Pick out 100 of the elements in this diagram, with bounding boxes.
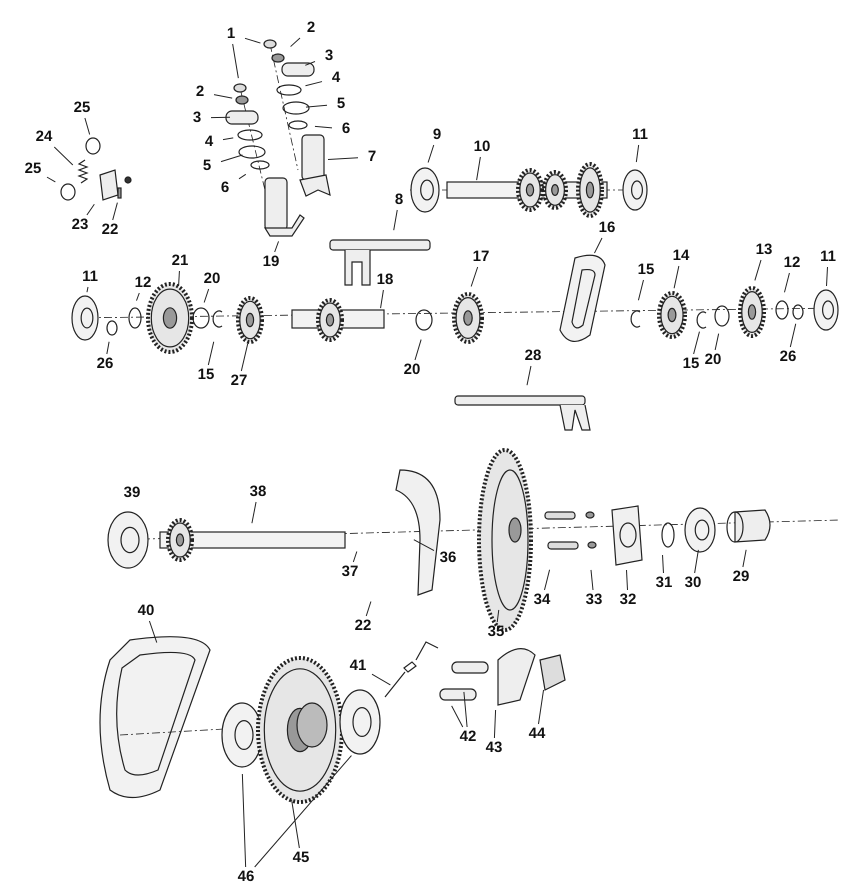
- leader-line: [86, 204, 95, 216]
- callout-number: 15: [633, 261, 659, 279]
- callout-number: 21: [167, 252, 193, 270]
- callout-number: 5: [194, 157, 220, 175]
- leader-line: [826, 266, 828, 287]
- leader-line: [244, 38, 261, 44]
- callout-number: 12: [779, 254, 805, 272]
- callout-number: 4: [196, 133, 222, 151]
- leader-line: [544, 569, 550, 590]
- leader-line: [638, 280, 644, 301]
- callout-number: 25: [69, 99, 95, 117]
- leader-line: [208, 341, 214, 366]
- callout-number: 34: [529, 591, 555, 609]
- callout-number: 6: [333, 120, 359, 138]
- leader-line: [526, 366, 532, 386]
- callout-number: 2: [187, 83, 213, 101]
- leader-line: [694, 549, 699, 574]
- leader-line: [742, 549, 747, 568]
- callout-number: 2: [298, 19, 324, 37]
- leader-line: [463, 691, 468, 728]
- leader-line: [451, 705, 464, 728]
- callout-number: 13: [751, 241, 777, 259]
- callout-number: 20: [399, 361, 425, 379]
- leader-line: [86, 286, 88, 293]
- callout-number: 18: [372, 271, 398, 289]
- leader-line: [251, 502, 257, 524]
- callout-number: 35: [483, 623, 509, 641]
- leader-line: [54, 146, 74, 166]
- leader-line: [476, 156, 481, 181]
- callout-number: 23: [67, 216, 93, 234]
- leader-line: [290, 38, 300, 48]
- leader-line: [636, 144, 640, 163]
- callout-number: 30: [680, 574, 706, 592]
- leader-line: [594, 238, 602, 254]
- callout-number: 24: [31, 128, 57, 146]
- leader-line: [714, 333, 720, 350]
- callout-number: 14: [668, 247, 694, 265]
- leader-line: [220, 154, 243, 162]
- callout-number: 5: [328, 95, 354, 113]
- callout-number: 32: [615, 591, 641, 609]
- callout-number: 22: [350, 617, 376, 635]
- callout-number: 31: [651, 574, 677, 592]
- leader-line: [590, 569, 594, 590]
- callout-number: 16: [594, 219, 620, 237]
- callout-number: 11: [815, 248, 841, 266]
- leader-line: [494, 710, 496, 738]
- callout-number: 3: [316, 47, 342, 65]
- leader-line: [413, 539, 434, 551]
- callout-number: 6: [212, 179, 238, 197]
- leader-line: [393, 210, 398, 231]
- leader-line: [214, 94, 233, 99]
- callout-number: 10: [469, 138, 495, 156]
- leader-line: [178, 270, 180, 287]
- leader-line: [304, 61, 316, 66]
- callout-number: 25: [20, 160, 46, 178]
- leader-line: [136, 292, 140, 302]
- callout-number: 20: [199, 270, 225, 288]
- leader-line: [106, 341, 110, 354]
- callout-number: 45: [288, 849, 314, 867]
- leader-line: [428, 144, 434, 163]
- leader-line: [222, 137, 234, 140]
- leader-line: [754, 260, 762, 281]
- leader-line: [46, 176, 56, 182]
- leader-line: [674, 266, 680, 289]
- callout-number: 46: [233, 868, 259, 886]
- callout-number: 28: [520, 347, 546, 365]
- callout-number: 1: [218, 25, 244, 43]
- leader-line: [204, 288, 210, 304]
- leader-line: [112, 202, 118, 220]
- leader-line: [470, 266, 478, 288]
- leader-line: [232, 44, 239, 79]
- leader-line: [274, 240, 280, 252]
- callout-number: 41: [345, 657, 371, 675]
- callout-number: 17: [468, 248, 494, 266]
- callout-number: 15: [193, 366, 219, 384]
- callout-number: 29: [728, 568, 754, 586]
- callout-number: 36: [435, 549, 461, 567]
- leader-line: [148, 620, 158, 644]
- leader-line: [238, 174, 246, 180]
- callout-number: 37: [337, 563, 363, 581]
- leader-line: [314, 126, 332, 128]
- leader-line: [84, 118, 90, 135]
- leader-line: [790, 323, 796, 348]
- callout-number: 44: [524, 725, 550, 743]
- leader-line: [352, 550, 358, 562]
- leader-line: [240, 343, 248, 372]
- callout-number: 11: [77, 268, 103, 286]
- callout-number: 19: [258, 253, 284, 271]
- callout-number: 26: [775, 348, 801, 366]
- leader-line: [693, 331, 700, 354]
- callout-number: 9: [424, 126, 450, 144]
- callout-number: 4: [323, 69, 349, 87]
- callout-number: 42: [455, 728, 481, 746]
- leader-line: [305, 104, 328, 108]
- leader-line: [414, 339, 422, 360]
- leader-line: [304, 81, 322, 86]
- callout-number: 8: [386, 191, 412, 209]
- leader-line: [784, 272, 790, 293]
- callout-number: 22: [97, 221, 123, 239]
- leader-line: [242, 774, 246, 868]
